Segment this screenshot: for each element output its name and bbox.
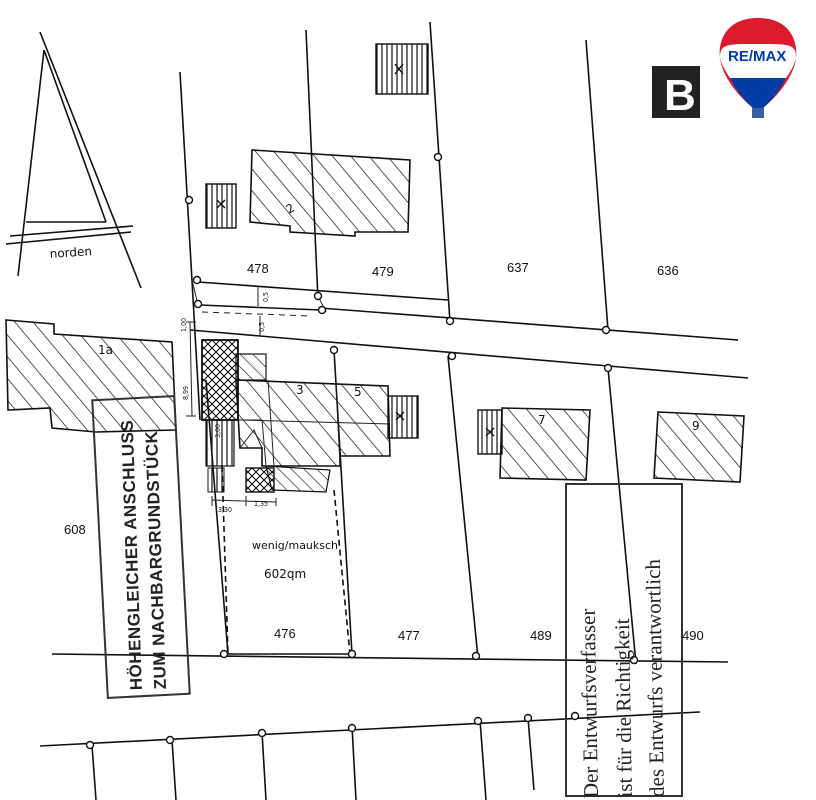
stamp-responsibility-line3: des Entwurfs verantwortlich <box>641 558 669 797</box>
stamp-responsibility: Der Entwurfsverfasser ist für die Richti… <box>565 483 683 798</box>
stamp-connection-line1: HÖHENGLEICHER ANSCHLUSS <box>118 419 146 690</box>
plot-637: 637 <box>507 260 529 275</box>
shed-west <box>205 183 237 229</box>
plot-478: 478 <box>247 261 269 276</box>
plot-489: 489 <box>530 628 552 643</box>
north-arrow: norden <box>5 31 142 289</box>
stamp-responsibility-line1: Der Entwurfsverfasser <box>576 608 603 798</box>
house-7: 7 <box>538 413 546 427</box>
house-1a: 1a <box>98 343 113 357</box>
remax-wordmark: RE/MAX <box>728 48 786 65</box>
svg-text:B: B <box>664 71 696 120</box>
building-2 <box>249 149 411 237</box>
plot-479: 479 <box>372 264 394 279</box>
building-1a <box>5 319 177 433</box>
dim-8-99: 8,99 <box>182 386 190 400</box>
property-label: wenig/mauksch 602qm <box>252 539 338 581</box>
dimension-labels: 1,00 8,99 0,5 0,5 3,30 1,35 3,00 <box>180 292 270 514</box>
shed-north <box>375 43 429 95</box>
plot-608: 608 <box>64 522 86 537</box>
garage-right <box>387 395 419 439</box>
property-area: 602qm <box>264 567 306 581</box>
remax-logo: RE/MAX <box>719 18 797 118</box>
plot-numbers: 478 479 637 636 608 476 477 489 490 <box>64 260 704 643</box>
house-9: 9 <box>692 419 700 433</box>
buildings <box>5 43 745 506</box>
dim-3-00: 3,00 <box>214 424 222 438</box>
stamp-connection: HÖHENGLEICHER ANSCHLUSS ZUM NACHBARGRUND… <box>91 395 191 699</box>
plot-476: 476 <box>274 626 296 641</box>
plot-636: 636 <box>657 263 679 278</box>
dim-0-5-top: 0,5 <box>262 292 270 302</box>
stamp-responsibility-line2: ist für die Richtigkeit <box>610 618 637 798</box>
dim-0-5-bottom: 0,5 <box>258 322 266 332</box>
dim-1-35: 1,35 <box>254 500 268 508</box>
stamp-connection-line2: ZUM NACHBARGRUNDSTÜCK <box>142 430 170 690</box>
north-label: norden <box>49 244 92 261</box>
building-9 <box>653 411 745 483</box>
stamp-letter: B <box>652 66 700 120</box>
planned-extension <box>201 339 331 493</box>
dim-1-00: 1,00 <box>180 318 188 332</box>
plot-490: 490 <box>682 628 704 643</box>
garage-house-7 <box>477 409 503 455</box>
parcel-lines <box>39 21 749 800</box>
house-5: 5 <box>354 385 362 399</box>
house-3: 3 <box>296 383 304 397</box>
boundary-points <box>85 152 639 750</box>
building-3-5 <box>235 379 391 467</box>
owner-name: wenig/mauksch <box>252 539 338 552</box>
dim-3-30: 3,30 <box>218 506 232 514</box>
plot-477: 477 <box>398 628 420 643</box>
